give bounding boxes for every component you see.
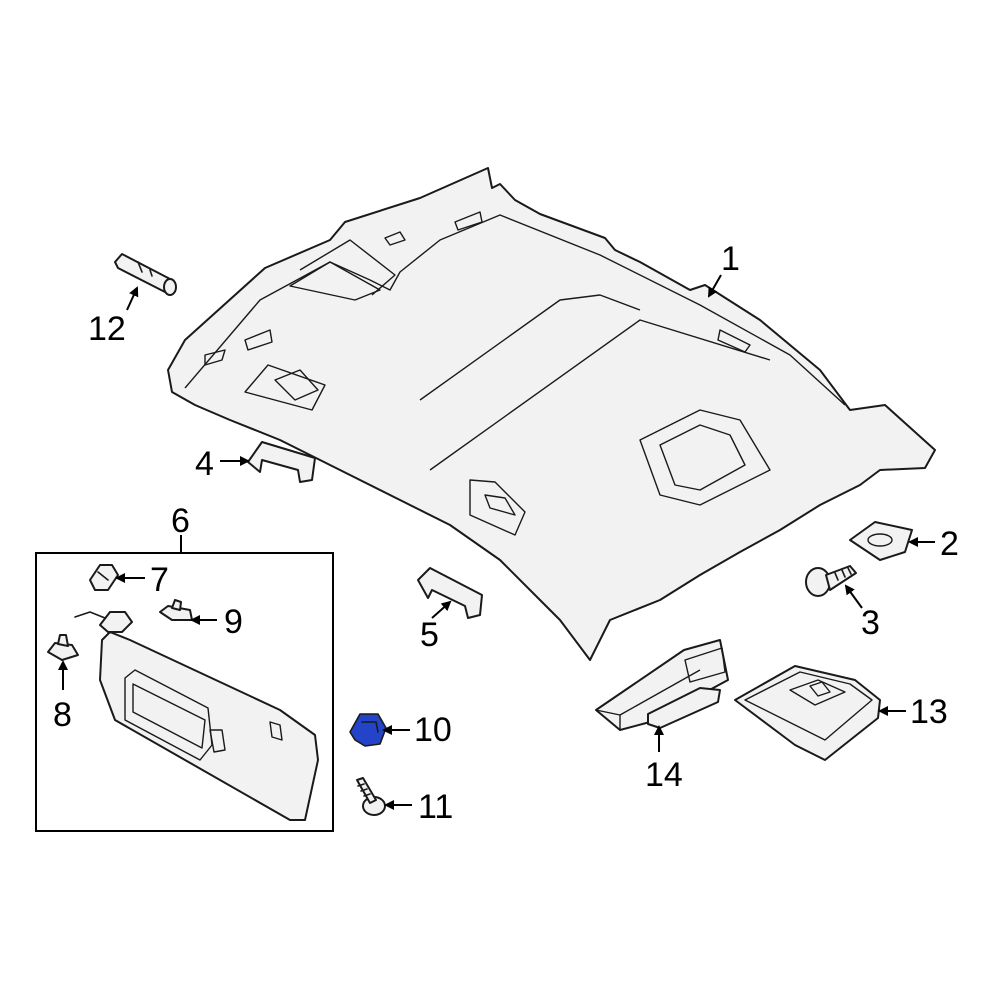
callout-13: 13	[910, 693, 948, 731]
callout-2: 2	[940, 525, 959, 563]
headliner-panel[interactable]	[167, 167, 936, 661]
callout-8: 8	[53, 696, 72, 734]
overhead-module[interactable]	[595, 639, 729, 731]
assist-handle-front[interactable]	[247, 441, 316, 483]
bolt[interactable]	[356, 777, 386, 816]
visor-clip[interactable]	[89, 564, 119, 591]
assist-handle-rear[interactable]	[417, 567, 483, 619]
callout-1: 1	[721, 240, 740, 278]
overhead-console[interactable]	[734, 665, 881, 761]
highlighted-clip[interactable]	[349, 713, 387, 747]
sun-visor-group-frame	[35, 552, 334, 832]
leader-12	[126, 286, 139, 311]
visor-holder[interactable]	[47, 634, 79, 661]
pad[interactable]	[849, 521, 913, 561]
callout-3: 3	[861, 604, 880, 642]
visor-bracket[interactable]	[159, 599, 193, 621]
callout-11: 11	[418, 788, 453, 826]
callout-6: 6	[171, 502, 190, 540]
leader-1	[708, 274, 722, 298]
leader-3	[844, 584, 863, 609]
map-lamp[interactable]	[114, 253, 177, 296]
callout-5: 5	[420, 616, 439, 654]
callout-10: 10	[414, 711, 452, 749]
callout-9: 9	[224, 603, 243, 641]
leader-5	[431, 600, 452, 619]
callout-12: 12	[88, 310, 126, 348]
sun-visor[interactable]	[74, 611, 319, 821]
callout-4: 4	[195, 445, 214, 483]
callout-7: 7	[150, 561, 169, 599]
screw[interactable]	[805, 565, 857, 597]
callout-14: 14	[645, 756, 683, 794]
